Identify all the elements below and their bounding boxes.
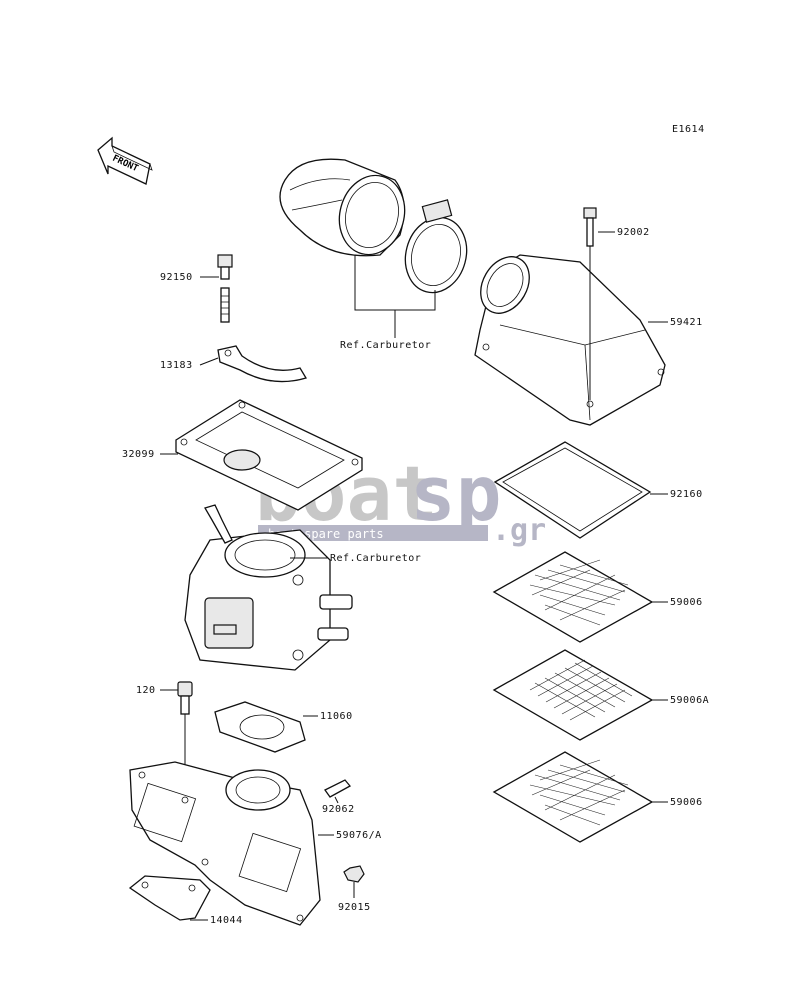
screen-59006-bottom-part [492, 751, 654, 843]
intake-manifold-part [129, 761, 321, 926]
gasket-11060-part [214, 701, 306, 753]
carburetor-part [184, 504, 353, 671]
label-ref-carburetor-lower: Ref.Carburetor [330, 553, 421, 564]
label-59006a: 59006A [670, 695, 709, 706]
screen-59006-top-part [492, 551, 654, 643]
label-11060: 11060 [320, 711, 353, 722]
label-ref-carburetor-upper: Ref.Carburetor [340, 340, 431, 351]
air-box-part [474, 254, 666, 426]
nut-92015-part [343, 865, 365, 898]
label-92062: 92062 [322, 804, 355, 815]
screen-59006a-part [492, 649, 654, 741]
label-13183: 13183 [160, 360, 193, 371]
bolt-92150-part [217, 254, 233, 323]
bolt-120-part [177, 681, 193, 768]
hose-clamp-part [404, 199, 468, 294]
label-32099: 32099 [122, 449, 155, 460]
label-92015: 92015 [338, 902, 371, 913]
flame-arrester-housing-part [175, 399, 363, 511]
watermark-brand-sp: sp [410, 449, 502, 538]
watermark-brand-tld: .gr [492, 513, 546, 548]
front-arrow-icon: FRONT [97, 136, 153, 185]
air-duct-elbow-part [279, 158, 406, 257]
bracket-13183-part [217, 345, 307, 383]
gasket-92160-part [493, 441, 652, 539]
label-92160: 92160 [670, 489, 703, 500]
label-92002: 92002 [617, 227, 650, 238]
label-14044: 14044 [210, 915, 243, 926]
label-59006-bottom: 59006 [670, 797, 703, 808]
diagram-code: E1614 [672, 124, 705, 135]
label-59421: 59421 [670, 317, 703, 328]
label-59076a: 59076/A [336, 830, 382, 841]
label-120: 120 [136, 685, 156, 696]
bolt-92002-part [583, 207, 597, 400]
label-59006-top: 59006 [670, 597, 703, 608]
bracket-14044-part [128, 875, 211, 921]
fitting-92062-part [324, 779, 352, 804]
label-92150: 92150 [160, 272, 193, 283]
